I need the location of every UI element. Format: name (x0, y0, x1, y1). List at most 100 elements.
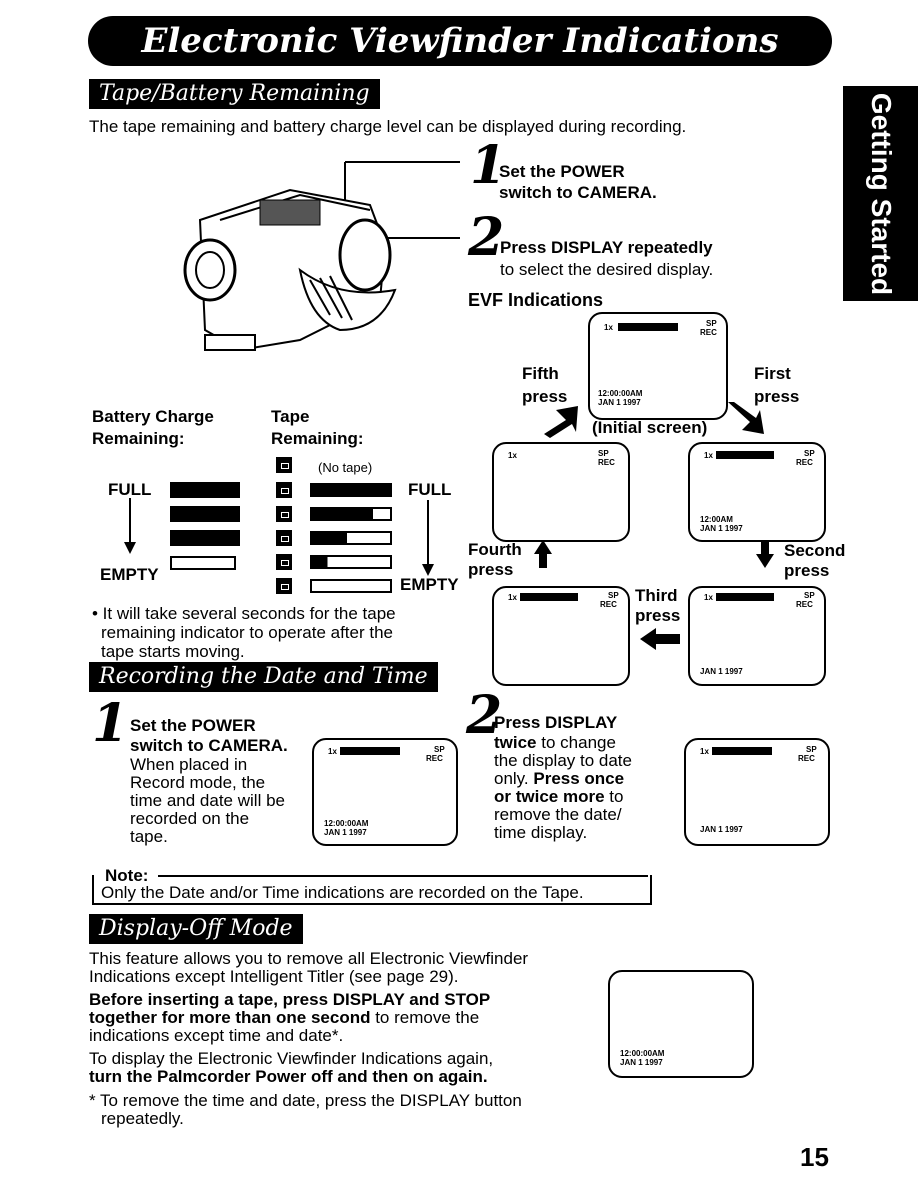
arrow-fifth (544, 406, 578, 438)
first-press: press (754, 387, 800, 406)
screen-zoom: 1x (700, 747, 709, 756)
battery-gauge-2 (170, 530, 240, 546)
tape-icon (276, 482, 292, 498)
tape-icon (276, 554, 292, 570)
battery-full-label: FULL (108, 480, 152, 499)
tape-gauge-empty (310, 579, 392, 593)
battery-empty-label: EMPTY (100, 565, 159, 584)
tape-label-b: Remaining: (271, 429, 364, 448)
screen-sp: SP (806, 745, 817, 754)
dt-step2-line-1: the display to date (494, 751, 632, 770)
fourth-press: press (468, 560, 514, 579)
fifth-press: press (522, 387, 568, 406)
screen-gauges (520, 593, 578, 601)
dt-step-number-1: 1 (92, 693, 129, 754)
tape-gauge-1 (310, 555, 392, 569)
side-tab (843, 86, 918, 301)
screen-rec: REC (796, 600, 813, 609)
dt-screen-2: 1x SP REC JAN 1 1997 (684, 738, 830, 846)
title-banner (88, 16, 832, 66)
note-box (92, 875, 652, 905)
screen-rec: REC (796, 458, 813, 467)
initial-screen-label: (Initial screen) (592, 418, 708, 437)
step-number-2: 2 (468, 207, 505, 268)
screen-sp: SP (804, 449, 815, 458)
dt-step2-title: Press DISPLAY (494, 713, 618, 732)
screen-date: JAN 1 1997 (700, 825, 743, 834)
dt-step2-line-5: time display. (494, 823, 588, 842)
screen-date: JAN 1 1997 (700, 667, 743, 676)
dt-step2-line-3: or twice more to (494, 787, 624, 806)
second-press: press (784, 561, 830, 580)
evf-screen-third: 1x SP REC (492, 586, 630, 686)
section-heading-display-off: Display-Off Mode (89, 914, 303, 944)
evf-screen-second-press: 1x SP REC JAN 1 1997 (688, 586, 826, 686)
camcorder-illustration (183, 161, 460, 352)
display-off-p2-c: indications except time and date*. (89, 1026, 344, 1045)
page-title: Electronic Viewfinder Indications (141, 21, 779, 61)
step1-line-a: Set the POWER (499, 162, 625, 181)
screen-rec: REC (700, 328, 717, 337)
dt-step1-title-a: Set the POWER (130, 716, 256, 735)
step-number-1: 1 (470, 135, 507, 196)
battery-label-b: Remaining: (92, 429, 185, 448)
side-tab-label: Getting Started (865, 92, 897, 295)
second-label: Second (784, 541, 846, 560)
screen-time: 12:00:00AM (620, 1049, 665, 1058)
note-rule (158, 875, 648, 877)
tape-label-a: Tape (271, 407, 310, 426)
tape-gauge-full (310, 483, 392, 497)
battery-gauge-3 (170, 506, 240, 522)
screen-sp: SP (608, 591, 619, 600)
dt-step2-line-2: only. Press once (494, 769, 625, 788)
screen-gauges (716, 451, 774, 459)
screen-rec: REC (798, 754, 815, 763)
step1-line-b: switch to CAMERA. (499, 183, 657, 202)
section-heading-date-time: Recording the Date and Time (89, 662, 438, 692)
dt-step1-body-1: Record mode, the (130, 773, 266, 792)
no-tape-label: (No tape) (318, 460, 373, 475)
dt-step-number-2: 2 (466, 685, 503, 746)
arrow-third (640, 628, 680, 650)
display-off-p1-b: Indications except Intelligent Titler (s… (89, 967, 459, 986)
tape-icon (276, 506, 292, 522)
tape-empty-label: EMPTY (400, 575, 459, 594)
dt-step2-line-0: twice to change (494, 733, 616, 752)
screen-zoom: 1x (508, 451, 517, 460)
tape-icon (276, 457, 292, 473)
dt-step1-body-0: When placed in (130, 755, 248, 774)
dt-step1-body-2: time and date will be (130, 791, 285, 810)
step2-line-a: Press DISPLAY repeatedly (500, 238, 713, 257)
tape-full-label: FULL (408, 480, 452, 499)
display-off-footnote-a: * To remove the time and date, press the… (89, 1091, 522, 1110)
tape-battery-intro: The tape remaining and battery charge le… (89, 117, 687, 136)
tape-gauge-2 (310, 531, 392, 545)
screen-date: JAN 1 1997 (620, 1058, 663, 1067)
screen-zoom: 1x (704, 451, 713, 460)
dt-step1-title-b: switch to CAMERA. (130, 736, 288, 755)
screen-gauges (716, 593, 774, 601)
screen-date: JAN 1 1997 (598, 398, 641, 407)
evf-heading: EVF Indications (468, 290, 604, 310)
dt-step1-body-3: recorded on the (130, 809, 250, 828)
battery-label-a: Battery Charge (92, 407, 214, 426)
fourth-label: Fourth (468, 540, 522, 559)
arrow-first (728, 402, 764, 434)
battery-down-arrow (124, 498, 136, 554)
note-label: Note: (105, 866, 149, 885)
evf-screen-first-press: 1x SP REC 12:00AM JAN 1 1997 (688, 442, 826, 542)
evf-screen-initial: 1x SP REC 12:00:00AM JAN 1 1997 (588, 312, 728, 420)
arrow-second (756, 540, 774, 568)
display-off-p1-a: This feature allows you to remove all El… (89, 949, 529, 968)
screen-gauges (618, 323, 678, 331)
battery-gauge-empty (170, 556, 236, 570)
first-label: First (754, 364, 791, 383)
screen-gauges (340, 747, 400, 755)
display-off-footnote-b: repeatedly. (101, 1109, 184, 1128)
screen-zoom: 1x (604, 323, 613, 332)
screen-zoom: 1x (704, 593, 713, 602)
fifth-label: Fifth (522, 364, 559, 383)
screen-time: 12:00:00AM (598, 389, 643, 398)
display-off-p2-a: Before inserting a tape, press DISPLAY a… (89, 990, 491, 1009)
screen-zoom: 1x (508, 593, 517, 602)
